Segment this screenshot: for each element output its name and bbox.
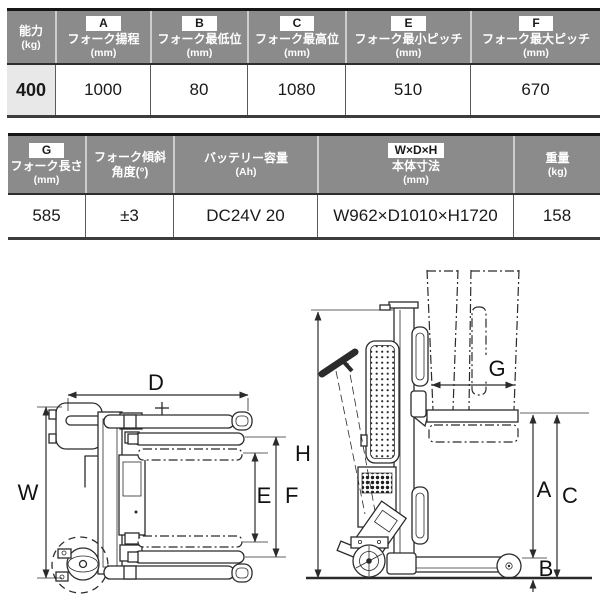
- dim-label-g: G: [488, 356, 505, 381]
- header-fork-tilt-angle-title: フォーク傾斜: [93, 150, 166, 164]
- badge-b: B: [182, 15, 217, 31]
- header-capacity-title: 能力: [18, 23, 43, 38]
- spec-table-primary-values: 400 1000 80 1080 510 670: [7, 63, 600, 115]
- dimension-diagram: D W E F: [18, 269, 592, 594]
- badge-e: E: [391, 15, 426, 31]
- header-capacity-unit: (kg): [21, 38, 41, 51]
- dim-label-w: W: [18, 480, 39, 505]
- header-weight: 重量 (kg): [513, 136, 600, 193]
- side-view-mast-foot: [386, 552, 417, 575]
- header-fork-tilt-angle: フォーク傾斜 角度(°): [85, 136, 173, 193]
- header-fork-max-pitch-title: フォーク最大ピッチ: [481, 31, 590, 46]
- side-view-handle-shaft: [335, 370, 366, 515]
- header-fork-lift-height: A フォーク揚程 (mm): [55, 11, 150, 63]
- header-fork-lift-height-title: フォーク揚程: [67, 31, 140, 46]
- badge-g: G: [28, 143, 65, 158]
- top-view-turning-circle: [51, 536, 109, 594]
- badge-wdh: W×D×H: [387, 143, 445, 158]
- header-capacity: 能力 (kg): [7, 11, 55, 63]
- spec-table-primary-header: 能力 (kg) A フォーク揚程 (mm) B フォーク最低位 (mm) C フ…: [7, 11, 600, 63]
- side-view-handle-grip: [318, 348, 359, 378]
- dim-label-e: E: [257, 483, 272, 508]
- value-battery-capacity: DC24V 20: [173, 195, 317, 237]
- value-body-dimensions: W962×D1010×H1720: [317, 195, 513, 237]
- spec-table-primary: 能力 (kg) A フォーク揚程 (mm) B フォーク最低位 (mm) C フ…: [7, 8, 600, 118]
- header-body-dimensions-unit: (mm): [403, 174, 429, 186]
- top-view-fork-min-pitch-bottom: [137, 535, 243, 548]
- header-battery-capacity-unit: (Ah): [235, 166, 257, 178]
- top-view-fork-min-pitch-top: [137, 448, 243, 461]
- header-fork-min-pitch-title: フォーク最小ピッチ: [354, 31, 463, 46]
- header-battery-capacity: バッテリー容量 (Ah): [173, 136, 317, 193]
- side-view-mast-bracket-upper: [411, 326, 429, 387]
- top-view-fork-inner-bottom: [133, 550, 245, 564]
- side-view-mast-bracket-lower: [411, 486, 429, 545]
- top-view-fork-inner-top: [133, 432, 245, 446]
- side-view-raised-fork: [426, 269, 520, 443]
- header-fork-min-height: B フォーク最低位 (mm): [150, 11, 247, 63]
- value-fork-max-pitch: 670: [470, 65, 600, 115]
- value-fork-min-pitch: 510: [345, 65, 470, 115]
- dim-label-a: A: [537, 477, 552, 502]
- header-battery-capacity-title: バッテリー容量: [203, 151, 288, 165]
- side-view-drawing: G H A C B: [295, 269, 592, 592]
- header-weight-unit: (kg): [547, 166, 568, 178]
- header-fork-length-title: フォーク長さ: [10, 159, 83, 173]
- badge-a: A: [86, 15, 121, 31]
- dim-label-h: H: [295, 441, 311, 466]
- header-body-dimensions-title: 本体寸法: [391, 159, 440, 173]
- badge-c: C: [279, 15, 315, 31]
- top-view-handle-hook: [84, 455, 98, 488]
- top-view-motor-housing: [55, 402, 103, 450]
- value-fork-length: 585: [8, 195, 85, 237]
- top-view-drawing: D W E F: [18, 370, 298, 594]
- value-fork-tilt-angle: ±3: [85, 195, 173, 237]
- side-view-fork-platform: [426, 409, 519, 423]
- header-fork-length: G フォーク長さ (mm): [8, 136, 85, 193]
- dim-label-c: C: [562, 483, 578, 508]
- dim-label-f: F: [285, 483, 298, 508]
- header-fork-max-height: C フォーク最高位 (mm): [247, 11, 345, 63]
- header-fork-lift-height-unit: (mm): [90, 46, 117, 59]
- spec-table-secondary-values: 585 ±3 DC24V 20 W962×D1010×H1720 158: [8, 193, 600, 237]
- header-fork-min-height-unit: (mm): [186, 46, 213, 59]
- badge-f: F: [519, 15, 553, 31]
- spec-table-secondary: G フォーク長さ (mm) フォーク傾斜 角度(°) バッテリー容量 (Ah) …: [8, 133, 600, 240]
- header-fork-max-height-title: フォーク最高位: [254, 31, 339, 46]
- header-fork-max-height-unit: (mm): [284, 46, 310, 59]
- header-fork-max-pitch-unit: (mm): [523, 46, 549, 59]
- dim-label-b: B: [539, 556, 554, 581]
- header-fork-length-unit: (mm): [33, 174, 60, 186]
- dim-label-d: D: [148, 370, 164, 395]
- side-view-fork-carriage: [410, 390, 427, 418]
- header-body-dimensions: W×D×H 本体寸法 (mm): [317, 136, 513, 193]
- value-capacity: 400: [7, 65, 55, 115]
- value-fork-max-height: 1080: [247, 65, 345, 115]
- spec-table-secondary-header: G フォーク長さ (mm) フォーク傾斜 角度(°) バッテリー容量 (Ah) …: [8, 136, 600, 193]
- header-fork-min-height-title: フォーク最低位: [157, 31, 242, 46]
- header-fork-max-pitch: F フォーク最大ピッチ (mm): [470, 11, 600, 63]
- value-weight: 158: [513, 195, 600, 237]
- header-weight-title: 重量: [545, 151, 570, 165]
- value-fork-lift-height: 1000: [55, 65, 150, 115]
- header-fork-min-pitch: E フォーク最小ピッチ (mm): [345, 11, 470, 63]
- header-fork-tilt-angle-unit: 角度(°): [111, 165, 149, 179]
- value-fork-min-height: 80: [150, 65, 247, 115]
- header-fork-min-pitch-unit: (mm): [395, 46, 422, 59]
